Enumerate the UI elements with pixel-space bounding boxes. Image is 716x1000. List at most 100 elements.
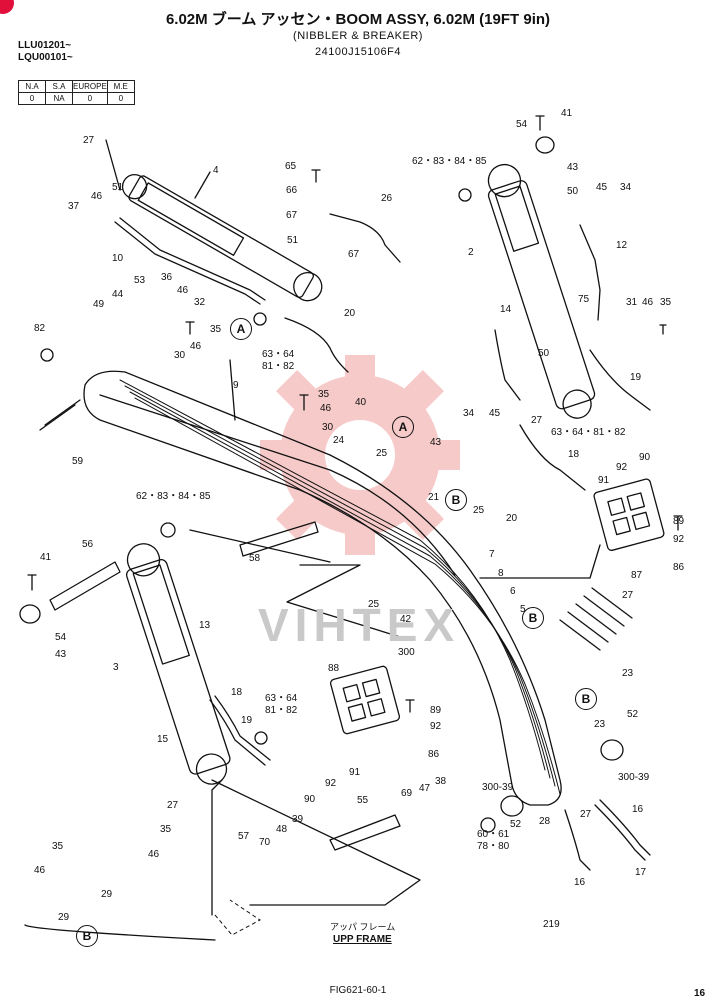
part-callout: 14	[500, 304, 512, 315]
part-callout: 42	[400, 614, 412, 625]
part-callout: 46	[34, 865, 46, 876]
part-callout: 58	[249, 553, 261, 564]
part-callout: 36	[161, 272, 173, 283]
part-callout: 38	[435, 776, 447, 787]
part-code: 24100J15106F4	[314, 46, 401, 58]
part-callout: 23	[594, 719, 606, 730]
part-callout: 67	[348, 249, 360, 260]
part-callout: 2	[468, 247, 474, 258]
part-callout: 62・83・84・85	[412, 156, 487, 167]
part-callout: 24	[333, 435, 345, 446]
part-callout: 60・61	[477, 829, 510, 840]
watermark-text: VIHTEX	[258, 599, 461, 651]
part-callout: 300	[398, 647, 415, 658]
part-callout: 20	[344, 308, 356, 319]
part-callout: 46	[190, 341, 202, 352]
part-callout: 26	[381, 193, 393, 204]
part-callout: 91	[349, 767, 361, 778]
part-callout: 88	[328, 663, 340, 674]
part-callout: 51	[287, 235, 299, 246]
part-callout: 49	[93, 299, 105, 310]
part-callout: 46	[177, 285, 189, 296]
part-callout: 41	[561, 108, 573, 119]
part-callout: 27	[580, 809, 592, 820]
part-callout: 7	[489, 549, 495, 560]
part-callout: 63・64	[265, 693, 298, 704]
part-callout: 75	[578, 294, 590, 305]
part-callout: 34	[620, 182, 632, 193]
part-callout: 81・82	[262, 361, 295, 372]
part-callout: 55	[357, 795, 369, 806]
detail-mark-b-1: B	[445, 489, 467, 511]
part-callout: 40	[355, 397, 367, 408]
part-callout: 5	[520, 604, 526, 615]
part-callout: 19	[630, 372, 642, 383]
model-table-value-row: 0 NA 0 0	[18, 92, 135, 105]
part-callout: 44	[112, 289, 124, 300]
part-callout: 37	[68, 201, 80, 212]
part-callout: 35	[52, 841, 64, 852]
part-callout: 27	[622, 590, 634, 601]
part-callout: 300-39	[618, 772, 650, 783]
part-callout: 78・80	[477, 841, 510, 852]
part-callout: 92	[616, 462, 628, 473]
part-callout: 15	[157, 734, 169, 745]
part-callout: 63・64・81・82	[551, 427, 626, 438]
part-callout: 17	[635, 867, 647, 878]
part-callout: 70	[259, 837, 271, 848]
serial-range-1: LLU01201~	[18, 40, 72, 51]
detail-mark-a-2: A	[392, 416, 414, 438]
detail-view-b-label: B	[76, 925, 98, 947]
corner-marker	[0, 0, 14, 14]
part-callout: 10	[112, 253, 124, 264]
part-callout: 20	[506, 513, 518, 524]
part-callout: 46	[148, 849, 160, 860]
part-callout: 67	[286, 210, 298, 221]
part-callout: 50	[567, 186, 579, 197]
part-callout: 300-39	[482, 782, 514, 793]
part-callout: 19	[241, 715, 253, 726]
part-callout: 25	[376, 448, 388, 459]
part-callout: 59	[72, 456, 84, 467]
part-callout: 90	[639, 452, 651, 463]
part-callout: 86	[673, 562, 685, 573]
detail-mark-b-3: B	[575, 688, 597, 710]
part-callout: 32	[194, 297, 206, 308]
part-callout: 30	[322, 422, 334, 433]
model-table-header-row: N.A S.A EUROPE M.E	[18, 80, 135, 93]
part-callout: 27	[167, 800, 179, 811]
part-callout: 27	[531, 415, 543, 426]
part-callout: 57	[238, 831, 250, 842]
model-value-europe: 0	[72, 92, 108, 105]
part-callout: 18	[568, 449, 580, 460]
part-callout: 82	[34, 323, 46, 334]
part-callout: 8	[498, 568, 504, 579]
part-callout: 6	[510, 586, 516, 597]
part-callout: 46	[642, 297, 654, 308]
model-table: N.A S.A EUROPE M.E 0 NA 0 0	[18, 80, 135, 105]
part-callout: 16	[574, 877, 586, 888]
part-callout: 4	[213, 165, 219, 176]
part-callout: 13	[199, 620, 211, 631]
part-callout: 51	[112, 182, 124, 193]
part-callout: 89	[430, 705, 442, 716]
part-callout: 89	[673, 516, 685, 527]
part-callout: 66	[286, 185, 298, 196]
part-callout: 92	[430, 721, 442, 732]
part-callout: 23	[622, 668, 634, 679]
part-callout: 52	[627, 709, 639, 720]
part-callout: 25	[368, 599, 380, 610]
part-callout: 35	[210, 324, 222, 335]
page-subtitle: (NIBBLER & BREAKER)	[293, 30, 423, 42]
part-callout: 87	[631, 570, 643, 581]
part-callout: 69	[401, 788, 413, 799]
part-callout: 90	[304, 794, 316, 805]
part-callout: 18	[231, 687, 243, 698]
page-number: 16	[694, 988, 706, 999]
part-callout: 62・83・84・85	[136, 491, 211, 502]
part-callout: 35	[318, 389, 330, 400]
part-callout: 46	[320, 403, 332, 414]
model-value-sa: NA	[45, 92, 73, 105]
part-callout: 41	[40, 552, 52, 563]
